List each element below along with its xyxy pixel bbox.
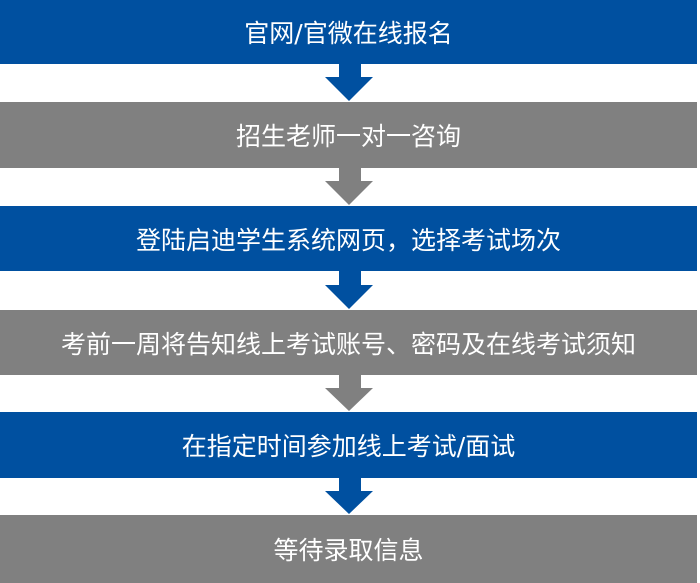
step-4-box: 考前一周将告知线上考试账号、密码及在线考试须知 [0,310,697,375]
arrow-down-icon [325,478,373,514]
step-label: 在指定时间参加线上考试/面试 [181,432,516,461]
step-6-box: 等待录取信息 [0,515,697,583]
step-2-box: 招生老师一对一咨询 [0,102,697,168]
step-5-box: 在指定时间参加线上考试/面试 [0,412,697,478]
step-label: 官网/官微在线报名 [244,19,453,48]
arrow-down-icon [325,271,373,309]
step-1-box: 官网/官微在线报名 [0,0,697,64]
step-label: 招生老师一对一咨询 [235,122,461,151]
step-label: 登陆启迪学生系统网页，选择考试场次 [135,225,561,255]
step-label: 等待录取信息 [273,536,424,565]
step-3-box: 登陆启迪学生系统网页，选择考试场次 [0,206,697,271]
step-label: 考前一周将告知线上考试账号、密码及在线考试须知 [60,329,636,359]
arrow-down-icon [325,64,373,101]
arrow-down-icon [325,375,373,411]
arrow-down-icon [325,168,373,205]
